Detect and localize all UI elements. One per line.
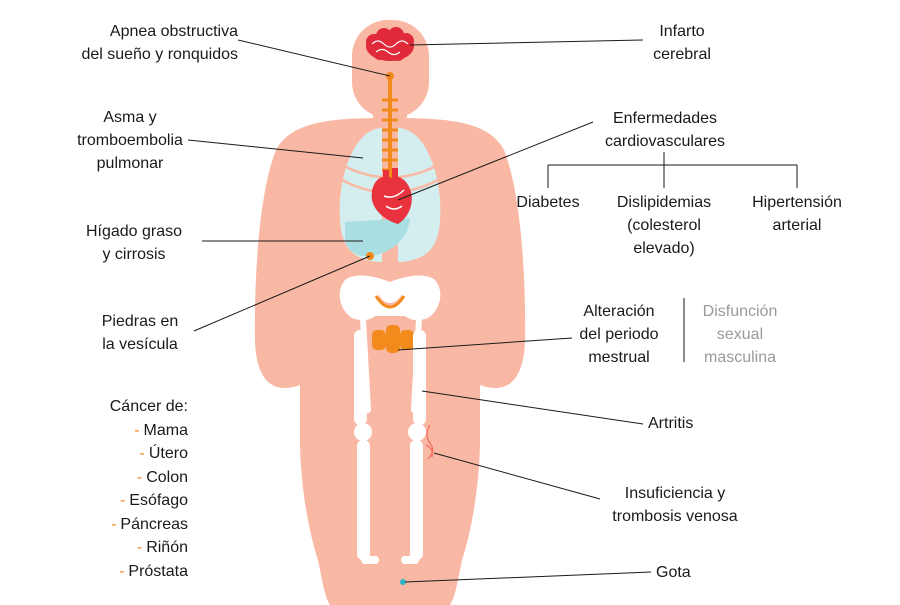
cancer-item: -Mama xyxy=(134,421,188,439)
pelvis-bone xyxy=(339,275,441,321)
cancer-item: -Esófago xyxy=(119,492,188,509)
trachea-rings xyxy=(382,98,398,172)
body-silhouette xyxy=(254,20,526,605)
cancer-item: -Útero xyxy=(139,445,188,462)
gallbladder xyxy=(366,252,374,260)
gota-dot xyxy=(400,579,406,585)
cancer-item: -Próstata xyxy=(119,562,188,580)
label-artritis: Artritis xyxy=(648,415,694,432)
liver xyxy=(345,218,410,257)
label-gota: Gota xyxy=(656,564,691,581)
label-diabetes: Diabetes xyxy=(516,194,580,211)
cancer-item: -Páncreas xyxy=(111,515,188,533)
brain-icon xyxy=(366,27,414,61)
uterus-shape xyxy=(378,294,402,306)
cancer-list: Cáncer de: -Mama -Útero -Colon -Esófago … xyxy=(60,395,188,583)
cancer-item: -Colon xyxy=(136,468,188,486)
cancer-item: -Riñón xyxy=(136,539,188,556)
brain-folds xyxy=(371,40,409,56)
knee-point xyxy=(416,388,422,394)
pelvis-curve xyxy=(374,295,406,309)
varicose-veins xyxy=(425,424,434,460)
heart-icon xyxy=(371,168,412,224)
leader-lines xyxy=(187,39,798,583)
reproductive-organ xyxy=(372,325,414,353)
leg-bones xyxy=(354,330,426,564)
cancer-title: Cáncer de: xyxy=(109,398,188,415)
